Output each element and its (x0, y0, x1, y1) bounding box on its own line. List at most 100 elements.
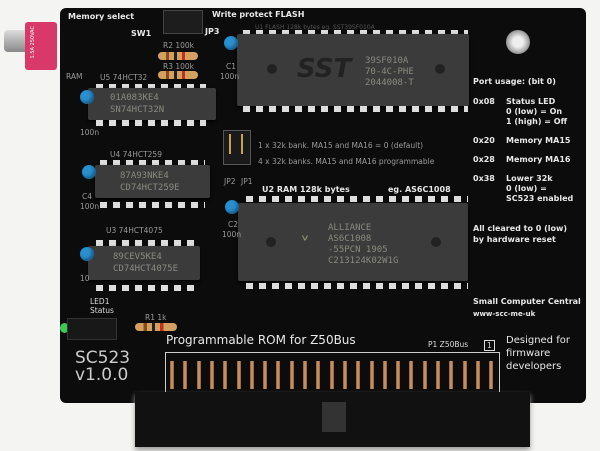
jumper-option-2: 4 x 32k banks. MA15 and MA16 programmabl… (258, 157, 435, 166)
c4-value: 100n (80, 202, 100, 211)
model-version: v1.0.0 (75, 365, 129, 385)
port-desc-line: 0 (low) = (506, 184, 547, 193)
switch-body (25, 22, 57, 70)
u5-chip: 01A083KE4 SN74HCT32N (88, 88, 216, 120)
led1-ref: LED1 (90, 297, 110, 306)
header-pin (356, 361, 361, 389)
c4-capacitor (82, 165, 96, 179)
header-pin (170, 361, 174, 389)
r3-label: R3 100k (163, 62, 195, 71)
header-pin (223, 361, 228, 389)
port-desc-line: 0 (low) = On (506, 107, 563, 116)
tagline-line: firmware (506, 348, 551, 359)
port-desc-line: Lower 32k (506, 174, 553, 183)
header-pin (489, 361, 494, 389)
header-pin (369, 361, 374, 389)
port-addr: 0x38 (473, 174, 495, 183)
u2-marking: -55PCN 1905 (328, 245, 388, 255)
reset-note-line: by hardware reset (473, 235, 556, 244)
header-pin (303, 361, 307, 389)
pin1-marker: 1 (484, 340, 495, 351)
status-led (60, 323, 69, 333)
led1-label: LED1 Status (90, 297, 114, 315)
jp2-label: JP2 (224, 177, 236, 186)
reset-note: All cleared to 0 (low) by hardware reset (473, 223, 567, 245)
model-name: SC523 (75, 348, 131, 368)
port-desc: Lower 32k 0 (low) = SC523 enabled (506, 174, 573, 204)
u2-ram-chip: ˅ ALLIANCE AS6C1008 -55PCN 1905 C213124K… (238, 203, 468, 281)
z50bus-pin-header (165, 352, 500, 392)
c1-label: C1 (226, 62, 237, 71)
port-desc-line: Memory MA16 (506, 155, 571, 164)
port-usage-title: Port usage: (bit 0) (473, 77, 556, 86)
u4-chip: 87A93NKE4 CD74HCT259E (95, 165, 210, 198)
r2-resistor (158, 52, 198, 60)
header-pin (342, 361, 347, 389)
u2-marking: ALLIANCE (328, 223, 372, 233)
c2-label: C2 (228, 220, 239, 229)
u2-marking: C213124K02W1G (328, 256, 399, 266)
r1-label: R1 1k (145, 313, 167, 322)
led-holder (67, 318, 117, 340)
memory-select-label: Memory select (68, 12, 135, 21)
u5-label: U5 74HCT32 (100, 73, 148, 82)
header-pin (462, 361, 467, 389)
u1-marking: 39SF010A (365, 56, 409, 66)
u1-marking: 2044008-T (365, 78, 414, 88)
r2-label: R2 100k (163, 41, 195, 50)
header-pin (329, 361, 334, 389)
jp3-jumper[interactable] (163, 10, 203, 34)
c1-capacitor (224, 36, 238, 50)
port-desc: Status LED 0 (low) = On 1 (high) = Off (506, 97, 567, 127)
header-pin (183, 361, 188, 389)
u4-label: U4 74HCT259 (110, 150, 162, 159)
c5-value: 100n (80, 128, 100, 137)
port-addr: 0x28 (473, 155, 495, 164)
u3-label: U3 74HCT4075 (106, 226, 163, 235)
jumper-option-1: 1 x 32k bank. MA15 and MA16 = 0 (default… (258, 141, 424, 150)
u3-marking: 89CEV5KE4 (113, 252, 162, 262)
header-pin (396, 361, 401, 389)
u3-marking: CD74HCT4075E (113, 264, 179, 274)
sw1-label: SW1 (131, 29, 152, 38)
c3-capacitor (80, 247, 94, 261)
header-pin (236, 361, 241, 389)
u2-marking: AS6C1008 (328, 234, 372, 244)
c3-value: 10 (80, 274, 90, 283)
port-desc-line: Status LED (506, 97, 556, 106)
company-url: www-scc-me-uk (473, 310, 536, 318)
jp1-label: JP1 (241, 177, 253, 186)
c2-value: 100n (222, 230, 242, 239)
u1-label: U1 FLASH 128k bytes eg. SST39SF010A (255, 24, 375, 31)
header-pin (276, 361, 281, 389)
u3-chip: 89CEV5KE4 CD74HCT4075E (88, 246, 200, 280)
port-desc-line: 1 (high) = Off (506, 117, 568, 126)
tagline-line: developers (506, 361, 562, 372)
header-pin (249, 361, 254, 389)
model-label: SC523 v1.0.0 (75, 350, 130, 384)
header-pin (436, 361, 440, 389)
port-addr: 0x08 (473, 97, 495, 106)
r3-resistor (158, 71, 198, 79)
board-title: Programmable ROM for Z50Bus (166, 333, 356, 347)
header-pin (209, 361, 214, 389)
jp3-label: JP3 (205, 27, 220, 36)
header-pin (409, 361, 414, 389)
c2-capacitor (225, 200, 239, 214)
alliance-logo: ˅ (300, 233, 310, 257)
write-protect-label: Write protect FLASH (212, 10, 305, 19)
c1-value: 100n (220, 72, 240, 81)
u4-marking: CD74HCT259E (120, 183, 180, 193)
u1-marking: 70-4C-PHE (365, 67, 414, 77)
u5-marking: SN74HCT32N (110, 105, 165, 115)
c5-capacitor (80, 90, 94, 104)
company-name: Small Computer Central (473, 297, 581, 306)
ram-label: RAM (66, 72, 83, 81)
jp1-jp2-jumper[interactable] (223, 130, 251, 165)
r1-resistor (135, 323, 177, 331)
header-pin (316, 361, 321, 389)
led1-status: Status (90, 306, 114, 315)
header-pin (422, 361, 427, 389)
mounting-hole (506, 30, 530, 54)
reset-note-line: All cleared to 0 (low) (473, 224, 568, 233)
